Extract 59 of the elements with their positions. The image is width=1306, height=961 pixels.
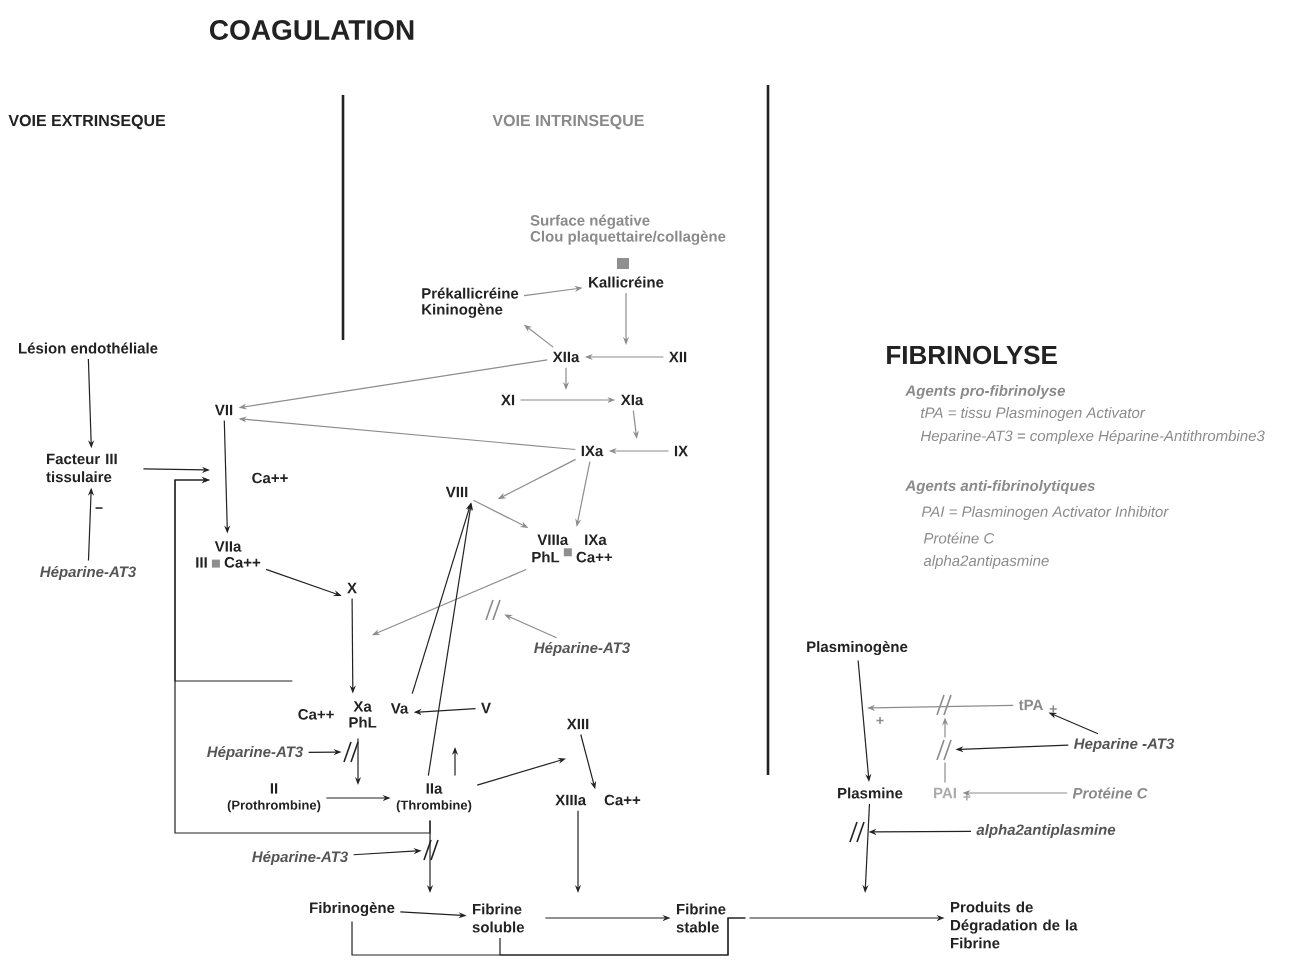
text-label: FIBRINOLYSE [887,345,1057,365]
text-label: VOIE EXTRINSEQUE [8,114,166,130]
factor-label: X [347,582,357,594]
factor-label: IX [674,445,688,457]
text-label: Agents pro-fibrinolyse [905,385,1065,399]
text-label: Agents anti-fibrinolytiques [905,480,1095,494]
factor-label: Fibrinogène [310,901,395,917]
text-label: PAI = Plasminogen Activator Inhibitor [921,506,1169,520]
factor-label: Prékallicréine Kininogène [422,287,519,318]
factor-label: Plasmine [838,787,903,799]
inhibition-mark [485,599,501,621]
edge-label: + [876,716,884,724]
factor-label: XI [501,394,515,406]
complex-label: Ca++ Xa PhL Va [298,701,409,728]
text-label: Ca++ [252,472,288,484]
complex-label: VIIIa IXa PhL Ca++ [532,534,613,563]
factor-label: Plasminogène [807,640,908,656]
text-label: Protéine C [923,532,995,544]
inhibitor-label: alpha2antiplasmine [976,824,1116,838]
text-label: VOIE INTRINSEQUE [492,114,644,130]
text-label: tPA = tissu Plasminogen Activator [921,407,1146,421]
factor-label: XIa [620,394,644,406]
product-label: Produits de Dégradation de la Fibrine [951,901,1078,949]
factor-label: VIII [445,486,468,498]
inhibition-mark [423,839,439,861]
title: COAGULATION [210,20,414,40]
inhibitor-label: Protéine C [1072,787,1148,799]
factor-label: Fibrine soluble [472,903,524,933]
factor-label: XIII [566,718,589,730]
inhibitor-label: Héparine-AT3 [534,641,630,657]
factor-label: IIa (Thrombine) [396,783,472,813]
factor-label: XII [668,351,687,363]
factor-label: Facteur III tissulaire [46,453,117,483]
factor-label: Fibrine stable [676,903,726,933]
text-label: Heparine-AT3 = complexe Héparine-Antithrombine3 [920,429,1265,445]
inhibition-mark [343,741,359,763]
inhibitor-label: Héparine-AT3 [252,850,348,866]
inhibitor-label: Héparine-AT3 [207,745,303,761]
text-label: alpha2antipasmine [923,555,1049,569]
plus-sign: + [1049,705,1057,713]
factor-label: Kallicréine [589,276,664,288]
inhibition-mark [849,821,865,843]
factor-label: Lésion endothéliale [19,342,158,354]
edge-label: − [95,507,103,509]
complex-label: XIIIa Ca++ [555,794,641,806]
surface-label: Surface négative Clou plaquettaire/collagène [530,214,726,245]
factor-label: V [481,702,491,714]
factor-label: II (Prothrombine) [227,783,321,813]
arrow [174,476,431,834]
inhibitor-label: Heparine -AT3 [1073,738,1175,752]
factor-label: IXa [581,445,604,457]
factor-label: VII [214,404,233,416]
plus-sign: + [963,793,971,801]
factor-label: PAI [934,787,956,799]
inhibition-mark [936,694,952,716]
inhibition-mark [936,739,952,761]
inhibitor-label: Héparine-AT3 [40,565,136,581]
factor-label: tPA [1018,699,1043,711]
factor-label: XIIa [552,351,580,363]
